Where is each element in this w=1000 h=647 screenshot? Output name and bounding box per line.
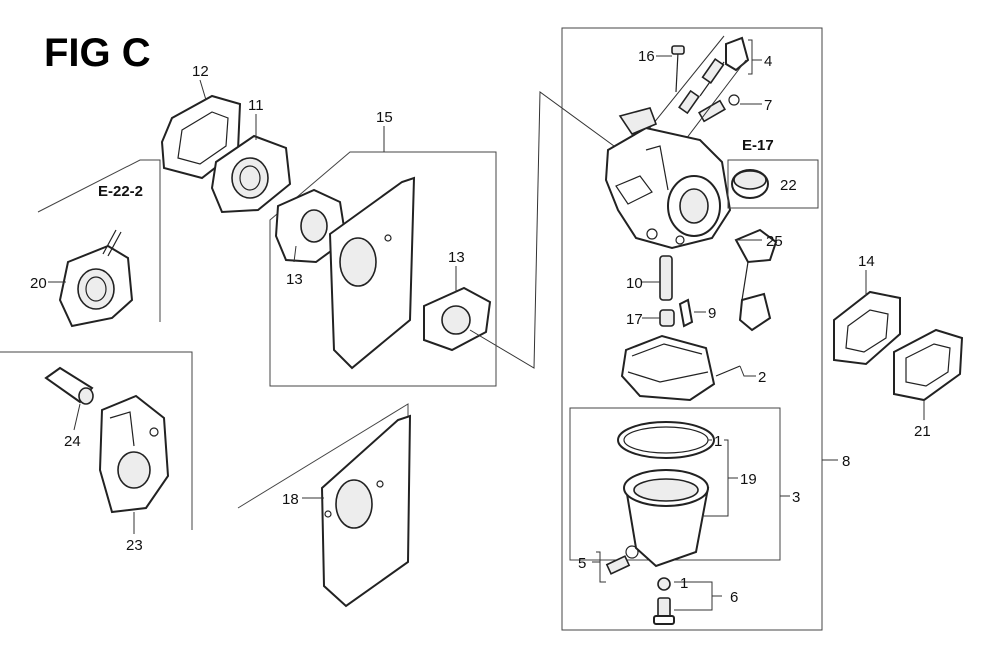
part-5-screw <box>605 545 639 575</box>
reference-e17: E-17 <box>742 137 774 154</box>
callout-22: 22 <box>780 177 797 194</box>
part-19-float-bowl <box>623 469 710 568</box>
part-jet-screws <box>678 58 725 115</box>
callout-11: 11 <box>248 97 264 114</box>
frame-part-3 <box>569 407 781 561</box>
connector-line <box>469 91 615 369</box>
callout-13-left: 13 <box>286 271 303 288</box>
callout-9: 9 <box>708 305 716 322</box>
part-13-gasket-left <box>274 188 348 264</box>
callout-16: 16 <box>638 48 655 65</box>
callout-12: 12 <box>192 63 209 80</box>
frame-e22-2 <box>37 159 161 322</box>
part-11-insulator <box>210 134 292 214</box>
part-22-cap <box>727 159 819 209</box>
callout-4: 4 <box>764 53 772 70</box>
callout-1-ring: 1 <box>714 433 722 450</box>
callout-13-right: 13 <box>448 249 465 266</box>
part-18-plate <box>320 414 412 608</box>
frame-part-8 <box>561 27 823 631</box>
part-7-screw <box>698 94 740 123</box>
callout-17: 17 <box>626 311 643 328</box>
part-10-jet <box>659 255 673 301</box>
part-9-pin <box>678 298 694 328</box>
callout-8: 8 <box>842 453 850 470</box>
carburetor-body <box>604 107 732 250</box>
callout-5: 5 <box>578 555 586 572</box>
callout-23: 23 <box>126 537 143 554</box>
part-16-screw <box>671 45 685 93</box>
part-13-gasket-right <box>423 286 492 352</box>
part-25-solenoid <box>734 228 778 332</box>
figure-title: FIG C <box>44 31 151 75</box>
callout-21: 21 <box>914 423 931 440</box>
callout-1-drain: 1 <box>680 575 688 592</box>
callout-18: 18 <box>282 491 299 508</box>
part-21-gasket <box>893 328 964 402</box>
callout-24: 24 <box>64 433 81 450</box>
callout-25: 25 <box>766 233 783 250</box>
callout-3: 3 <box>792 489 800 506</box>
callout-leaders <box>48 39 925 611</box>
part-14-gasket <box>833 290 901 366</box>
callout-2: 2 <box>758 369 766 386</box>
part-15-plate <box>328 176 416 370</box>
part-24-collar <box>44 366 94 405</box>
callout-20: 20 <box>30 275 47 292</box>
part-4-clip <box>725 36 750 72</box>
reference-e22-2: E-22-2 <box>98 183 143 200</box>
callout-15: 15 <box>376 109 393 126</box>
callout-7: 7 <box>764 97 772 114</box>
part-17-jet <box>659 309 675 327</box>
callout-10: 10 <box>626 275 643 292</box>
part-23-bracket <box>98 394 170 514</box>
callout-6: 6 <box>730 589 738 606</box>
part-6-drain-screw <box>653 577 675 625</box>
part-2-float <box>620 334 741 402</box>
part-1-gasket-ring <box>617 421 715 459</box>
part-20-flange <box>58 229 134 328</box>
frame-left-lower <box>0 351 193 530</box>
callout-19: 19 <box>740 471 757 488</box>
callout-14: 14 <box>858 253 875 270</box>
frame-part-15 <box>269 151 497 387</box>
